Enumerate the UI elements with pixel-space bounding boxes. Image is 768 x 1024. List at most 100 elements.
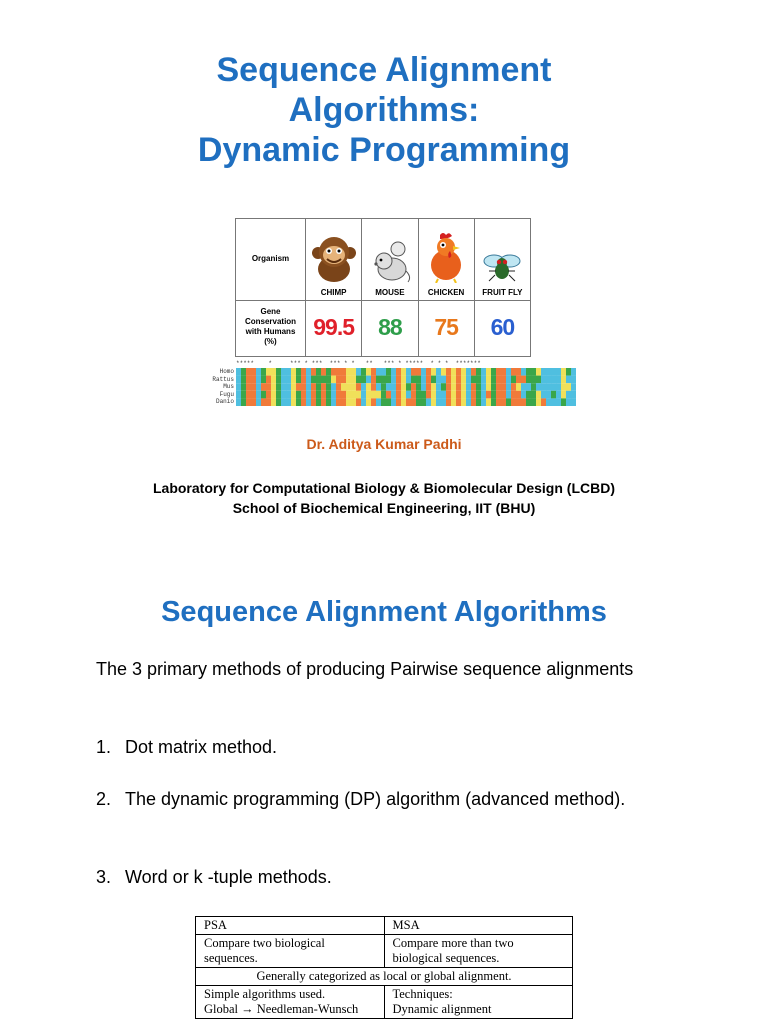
nucleotide-cell	[451, 368, 457, 376]
gene-conservation-figure: Organism CHIMP	[235, 218, 532, 357]
nucleotide-cell	[416, 390, 422, 399]
nucleotide-cell	[386, 368, 392, 376]
nucleotide-cell	[516, 398, 522, 406]
nucleotide-cell	[391, 398, 397, 406]
nucleotide-cell	[376, 398, 382, 406]
nucleotide-cell	[326, 390, 332, 399]
nucleotide-cell	[536, 398, 542, 406]
nucleotide-cell	[406, 375, 412, 384]
mouse-icon	[374, 241, 410, 283]
nucleotide-cell	[541, 383, 547, 391]
table-cell: Simple algorithms used. Global → Needlem…	[195, 985, 385, 1019]
nucleotide-cell	[296, 390, 302, 399]
nucleotide-cell	[281, 368, 287, 376]
nucleotide-cell	[511, 368, 517, 376]
species-name: Danio	[215, 398, 234, 406]
nucleotide-cell	[491, 398, 497, 406]
nucleotide-cell	[361, 398, 367, 406]
nucleotide-cell	[396, 368, 402, 376]
nucleotide-cell	[551, 375, 557, 384]
nucleotide-cell	[456, 383, 462, 391]
species-names: Homo Rattus Mus Fugu Danio	[210, 368, 234, 406]
nucleotide-cell	[531, 390, 537, 399]
nucleotide-cell	[241, 375, 247, 384]
nucleotide-cell	[261, 368, 267, 376]
nucleotide-cell	[546, 390, 552, 399]
nucleotide-cell	[401, 390, 407, 399]
nucleotide-cell	[336, 383, 342, 391]
nucleotide-cell	[496, 375, 502, 384]
nucleotide-cell	[481, 368, 487, 376]
nucleotide-cell	[286, 390, 292, 399]
nucleotide-cell	[446, 383, 452, 391]
nucleotide-cell	[251, 398, 257, 406]
nucleotide-cell	[536, 375, 542, 384]
nucleotide-cell	[481, 398, 487, 406]
nucleotide-cell	[261, 398, 267, 406]
nucleotide-cell	[311, 383, 317, 391]
organism-name: CHIMP	[320, 288, 347, 297]
nucleotide-cell	[306, 398, 312, 406]
affiliation-line: Laboratory for Computational Biology & B…	[152, 480, 616, 496]
nucleotide-cell	[246, 390, 252, 399]
nucleotide-cell	[271, 383, 277, 391]
nucleotide-cell	[406, 368, 412, 376]
nucleotide-cell	[436, 368, 442, 376]
table-cell-line: Dynamic alignment	[392, 1002, 492, 1016]
nucleotide-cell	[451, 398, 457, 406]
nucleotide-cell	[466, 383, 472, 391]
nucleotide-cell	[251, 375, 257, 384]
nucleotide-cell	[516, 383, 522, 391]
nucleotide-cell	[391, 383, 397, 391]
author-name: Dr. Aditya Kumar Padhi	[306, 436, 462, 452]
nucleotide-cell	[536, 383, 542, 391]
nucleotide-cell	[521, 375, 527, 384]
nucleotide-cell	[396, 375, 402, 384]
nucleotide-cell	[301, 390, 307, 399]
nucleotide-cell	[261, 390, 267, 399]
nucleotide-cell	[276, 375, 282, 384]
organism-name: MOUSE	[375, 288, 405, 297]
nucleotide-cell	[256, 368, 262, 376]
nucleotide-cell	[536, 368, 542, 376]
method-text: Word or k -tuple methods.	[125, 867, 332, 887]
nucleotide-cell	[556, 375, 562, 384]
nucleotide-cell	[526, 375, 532, 384]
table-cell-line: Simple algorithms used.	[204, 987, 326, 1001]
nucleotide-cell	[516, 390, 522, 399]
intro-paragraph: The 3 primary methods of producing Pairw…	[96, 659, 634, 679]
method-item: 3. Word or k -tuple methods.	[96, 864, 672, 890]
nucleotide-cell	[346, 398, 352, 406]
nucleotide-cell	[381, 390, 387, 399]
nucleotide-cell	[316, 375, 322, 384]
nucleotide-cell	[431, 398, 437, 406]
nucleotide-cell	[551, 390, 557, 399]
nucleotide-cell	[366, 390, 372, 399]
nucleotide-cell	[326, 375, 332, 384]
organism-cell-chicken: CHICKEN	[417, 218, 475, 301]
gene-label-line: (%)	[264, 337, 277, 346]
nucleotide-cell	[236, 398, 242, 406]
nucleotide-cell	[421, 390, 427, 399]
nucleotide-cell	[421, 383, 427, 391]
table-cell-line: Techniques:	[392, 987, 453, 1001]
nucleotide-cell	[426, 390, 432, 399]
nucleotide-cell	[236, 383, 242, 391]
nucleotide-cell	[471, 375, 477, 384]
nucleotide-cell	[296, 398, 302, 406]
nucleotide-cell	[461, 375, 467, 384]
nucleotide-cell	[511, 390, 517, 399]
nucleotide-cell	[361, 375, 367, 384]
method-text: The dynamic programming (DP) algorithm (…	[125, 789, 626, 809]
nucleotide-cell	[266, 398, 272, 406]
nucleotide-cell	[491, 390, 497, 399]
species-name: Fugu	[219, 390, 234, 398]
alignment-sequence-strips	[236, 368, 576, 406]
chimp-icon	[311, 237, 356, 282]
conservation-value: 88	[378, 313, 403, 340]
nucleotide-cell	[566, 383, 572, 391]
nucleotide-cell	[256, 390, 262, 399]
nucleotide-cell	[491, 383, 497, 391]
nucleotide-cell	[366, 383, 372, 391]
nucleotide-cell	[296, 375, 302, 384]
